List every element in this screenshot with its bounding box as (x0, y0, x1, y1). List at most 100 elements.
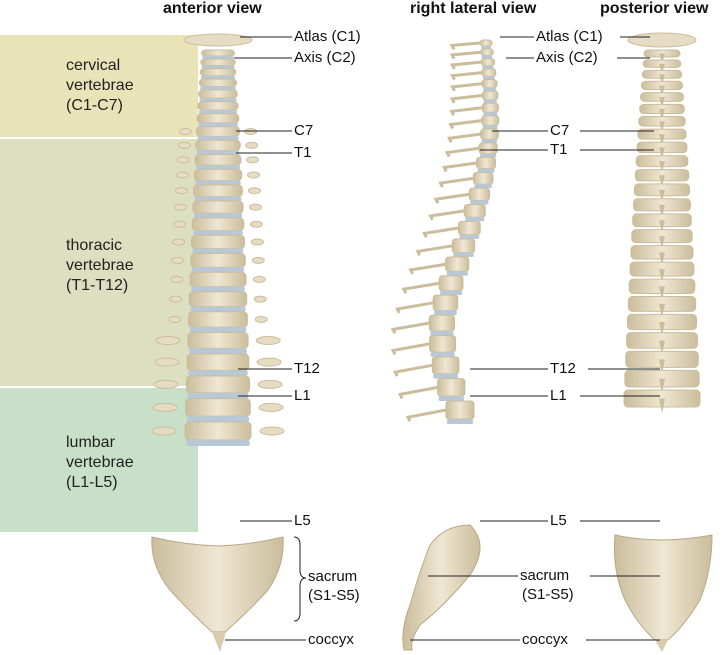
lateral-disc (434, 310, 457, 316)
lateral-disc (446, 271, 468, 276)
label-sacrum-range-lateral: (S1-S5) (522, 586, 574, 603)
anterior-rib-stub (249, 220, 263, 228)
anterior-sacrum (151, 536, 284, 633)
anterior-disc (186, 440, 250, 446)
anterior-vertebra (185, 375, 251, 394)
anterior-disc (202, 56, 234, 59)
lateral-vertebra (472, 171, 494, 185)
lateral-spinous-process (422, 226, 459, 239)
anterior-rib-stub (245, 141, 259, 149)
anterior-view-title: anterior view (163, 0, 262, 17)
anterior-disc (194, 196, 242, 202)
lateral-vertebra (481, 115, 500, 126)
anterior-vertebra (186, 353, 250, 371)
posterior-spinous-process (659, 340, 665, 355)
anterior-disc (196, 150, 240, 155)
thoracic-region-label: thoracic vertebrae (T1-T12) (66, 237, 134, 294)
lateral-spinous-process (449, 50, 481, 60)
lateral-disc (483, 99, 497, 104)
anterior-vertebra (192, 200, 244, 214)
anterior-disc (195, 165, 241, 170)
anterior-disc (200, 75, 236, 79)
lateral-spinous-process (449, 41, 481, 51)
anterior-transverse-process (154, 357, 180, 367)
posterior-spinous-process (659, 134, 665, 146)
lateral-vertebra (445, 256, 470, 272)
lateral-spinous-process (449, 106, 483, 117)
lateral-vertebra (432, 294, 459, 312)
lateral-vertebra (463, 203, 486, 218)
posterior-leader-lines (580, 36, 660, 641)
anterior-vertebra (198, 78, 238, 88)
label-axis-anterior: Axis (C2) (294, 49, 356, 66)
lateral-spinous-process (415, 244, 453, 257)
label-l1-lateral: L1 (550, 387, 567, 404)
posterior-spinous-process (659, 252, 665, 266)
label-coccyx-anterior: coccyx (308, 631, 354, 648)
anterior-transverse-process (152, 402, 178, 412)
anterior-vertebra (190, 252, 246, 268)
label-l1-anterior: L1 (294, 387, 311, 404)
anterior-transverse-process (256, 357, 282, 367)
lateral-vertebra (468, 187, 491, 201)
anterior-rib-stub (171, 256, 185, 264)
anterior-disc (198, 122, 238, 127)
anterior-disc (191, 267, 245, 273)
lateral-spinous-process (450, 82, 483, 92)
label-c7-anterior: C7 (294, 122, 314, 139)
anterior-rib-stub (254, 315, 268, 323)
label-sacrum-anterior: sacrum (308, 568, 358, 585)
label-sacrum-lateral: sacrum (520, 567, 570, 584)
lateral-spinous-process (441, 161, 477, 173)
posterior-spine (623, 32, 701, 603)
posterior-spinous-process (659, 303, 665, 318)
posterior-spinous-process (659, 175, 665, 187)
lateral-disc (483, 87, 496, 92)
anterior-vertebra (187, 332, 249, 349)
lateral-disc (481, 139, 498, 143)
anterior-vertebra (195, 126, 241, 137)
anterior-rib-stub (173, 220, 187, 228)
lateral-spinous-process (446, 132, 481, 143)
anterior-disc (198, 110, 238, 114)
anterior-rib-stub (253, 295, 267, 303)
anterior-vertebra (196, 113, 240, 124)
label-t12-anterior: T12 (294, 360, 320, 377)
label-t1-anterior: T1 (294, 144, 312, 161)
anterior-disc (191, 286, 245, 292)
lumbar-region-band (0, 388, 198, 532)
anterior-disc (201, 65, 235, 69)
lateral-disc (430, 352, 455, 357)
anterior-rib-stub (250, 238, 264, 246)
anterior-transverse-process (155, 335, 181, 345)
anterior-transverse-process (258, 402, 284, 412)
posterior-coccyx (655, 640, 668, 652)
lateral-view-title: right lateral view (410, 0, 537, 17)
anterior-disc (189, 348, 247, 354)
posterior-spinous-process (659, 236, 665, 249)
anterior-spine (151, 33, 285, 611)
anterior-vertebra (199, 68, 237, 77)
posterior-spinous-process (659, 108, 665, 120)
posterior-spinous-process (659, 53, 665, 63)
cervical-region-band (0, 35, 198, 137)
posterior-view-title: posterior view (600, 0, 709, 17)
lateral-vertebra (431, 356, 460, 375)
label-coccyx-lateral: coccyx (522, 631, 568, 648)
anterior-rib-stub (244, 128, 258, 136)
lumbar-region-label: lumbar vertebrae (L1-L5) (66, 434, 134, 491)
posterior-sacrum (613, 534, 713, 641)
lateral-vertebra (438, 275, 464, 292)
anterior-vertebra (188, 291, 248, 308)
anterior-atlas (183, 33, 253, 47)
posterior-spinous-process (659, 189, 665, 202)
anterior-vertebra (185, 398, 251, 417)
lateral-vertebra (481, 102, 499, 113)
label-atlas-anterior: Atlas (C1) (294, 28, 361, 45)
label-sacrum-range-anterior: (S1-S5) (308, 587, 360, 604)
anterior-disc (199, 98, 237, 102)
lateral-disc (481, 55, 493, 59)
anterior-rib-stub (174, 203, 188, 211)
anterior-rib-stub (168, 315, 182, 323)
